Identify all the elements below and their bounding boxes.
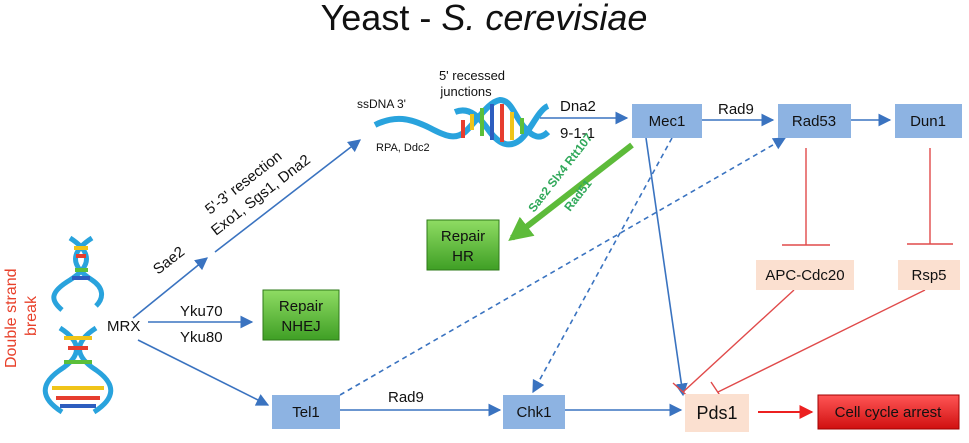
node-apc-cdc20-box: APC-Cdc20: [756, 260, 854, 290]
label-rad9-bottom: Rad9: [388, 389, 424, 406]
node-pds1-box: Pds1: [685, 394, 749, 432]
node-repair-hr-box: Repair HR: [426, 219, 500, 271]
label-yku80: Yku80: [180, 329, 223, 346]
dna-helix-broken-icon: [42, 235, 114, 415]
arrow-mrx-resection: [132, 257, 208, 319]
inhibit-rsp5-pds1: [717, 289, 926, 393]
node-arrest-box: Cell cycle arrest: [817, 394, 960, 430]
svg-text:Repair: Repair: [279, 298, 323, 315]
svg-text:Pds1: Pds1: [696, 403, 737, 423]
svg-text:HR: HR: [452, 248, 474, 265]
label-9-1-1: 9-1-1: [560, 125, 595, 142]
node-repair-nhej-box: Repair NHEJ: [262, 289, 340, 341]
label-recessed-1: 5' recessed: [439, 68, 505, 83]
svg-text:Rsp5: Rsp5: [911, 267, 946, 284]
node-mrx: MRX: [107, 318, 140, 335]
label-rad9-top: Rad9: [718, 101, 754, 118]
svg-text:Tel1: Tel1: [292, 404, 320, 421]
node-dun1-box: Dun1: [895, 104, 962, 138]
svg-text:Chk1: Chk1: [516, 404, 551, 421]
svg-text:Repair: Repair: [441, 228, 485, 245]
label-ssdna: ssDNA 3': [357, 97, 406, 111]
svg-text:NHEJ: NHEJ: [281, 318, 320, 335]
arrow-tel1-rad53-dashed: [339, 137, 787, 396]
arrow-mec1-pds1: [645, 137, 688, 397]
label-dna2: Dna2: [560, 98, 596, 115]
node-rsp5-box: Rsp5: [898, 260, 960, 290]
node-rad53-box: Rad53: [778, 104, 851, 138]
node-chk1-box: Chk1: [503, 395, 565, 429]
node-mec1-box: Mec1: [632, 104, 702, 138]
svg-text:Dun1: Dun1: [910, 113, 946, 130]
label-recessed-2: junctions: [439, 84, 492, 99]
dsb-label: Double strand break: [3, 264, 40, 368]
arrow-mrx-tel1: [137, 339, 270, 406]
svg-text:Mec1: Mec1: [649, 113, 686, 130]
arrow-mec1-chk1-dashed: [532, 137, 673, 394]
label-sae2: Sae2: [150, 243, 188, 278]
svg-text:Cell cycle arrest: Cell cycle arrest: [835, 404, 943, 421]
dna-helix-recessed-icon: [373, 96, 551, 148]
arrow-resection-ssdna: [214, 139, 362, 253]
label-rpa: RPA, Ddc2: [376, 142, 430, 154]
node-tel1-box: Tel1: [272, 395, 340, 429]
page-title: Yeast - S. cerevisiae: [321, 0, 648, 38]
arrow-mec1-hr: [508, 142, 634, 241]
svg-text:APC-Cdc20: APC-Cdc20: [765, 267, 844, 284]
svg-text:Rad53: Rad53: [792, 113, 836, 130]
label-yku70: Yku70: [180, 303, 223, 320]
inhibit-apc-pds1: [682, 289, 795, 393]
